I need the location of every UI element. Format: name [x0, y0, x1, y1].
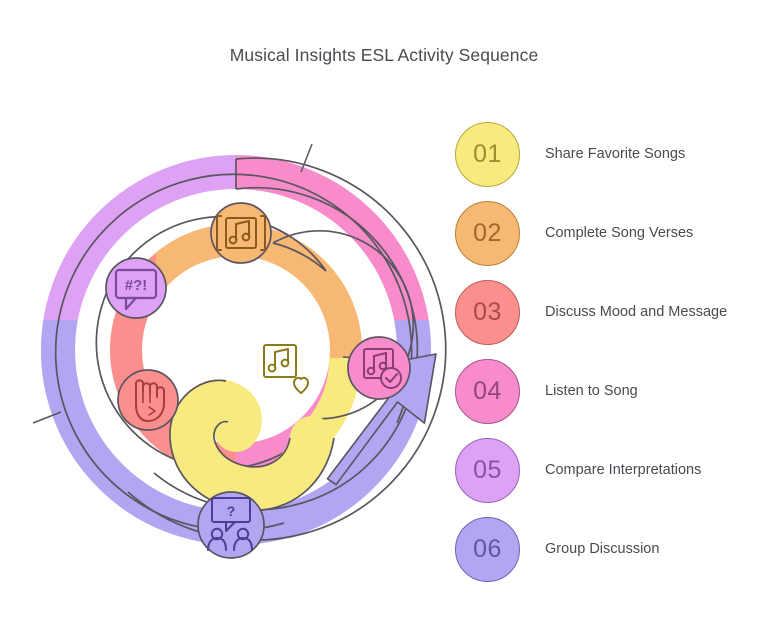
middle-ring-outline-inner	[272, 229, 415, 420]
node-complete-verses[interactable]	[210, 202, 272, 264]
outer-ring-outline	[54, 173, 413, 532]
legend-badge-04: 04	[455, 359, 520, 424]
legend-badge-02: 02	[455, 201, 520, 266]
legend-item-01[interactable]: 01 Share Favorite Songs	[455, 115, 755, 194]
speech-bubble-symbols-icon: #?!	[114, 268, 158, 311]
rock-hand-icon	[135, 379, 165, 422]
legend-label-05: Compare Interpretations	[545, 462, 702, 479]
node-share-favorite-songs[interactable]	[263, 344, 309, 394]
discuss-mood-segment	[110, 224, 236, 476]
music-note-framed-icon	[216, 215, 266, 251]
legend-item-04[interactable]: 04 Listen to Song	[455, 352, 755, 431]
legend-item-02[interactable]: 02 Complete Song Verses	[455, 194, 755, 273]
legend-badge-03: 03	[455, 280, 520, 345]
legend-badge-06: 06	[455, 517, 520, 582]
legend-item-05[interactable]: 05 Compare Interpretations	[455, 431, 755, 510]
spiral-inner-tail	[169, 379, 334, 511]
legend-badge-01: 01	[455, 122, 520, 187]
node-compare-interpretations[interactable]: #?!	[105, 257, 167, 319]
legend-label-01: Share Favorite Songs	[545, 146, 686, 163]
node-discuss-mood[interactable]	[117, 369, 179, 431]
middle-spiral-cap-top	[272, 242, 327, 272]
spiral-diagram: #?!	[16, 100, 456, 590]
legend-list: 01 Share Favorite Songs 02 Complete Song…	[455, 115, 755, 589]
music-note-check-icon	[363, 348, 402, 389]
music-note-heart-icon	[263, 344, 309, 394]
legend-label-04: Listen to Song	[545, 383, 638, 400]
legend-item-06[interactable]: 06 Group Discussion	[455, 510, 755, 589]
legend-label-03: Discuss Mood and Message	[545, 304, 728, 321]
node-listen-to-song[interactable]	[347, 336, 411, 400]
legend-label-02: Complete Song Verses	[545, 225, 694, 242]
inner-curl-edge	[169, 379, 335, 512]
question-glyph: ?	[227, 503, 236, 519]
legend-badge-05: 05	[455, 438, 520, 503]
legend-label-06: Group Discussion	[545, 541, 660, 558]
page-title: Musical Insights ESL Activity Sequence	[229, 45, 539, 65]
inner-curl-edge2	[213, 420, 291, 468]
node-group-discussion[interactable]: ?	[197, 491, 265, 559]
share-songs-inner-curl	[169, 379, 334, 511]
legend-item-03[interactable]: 03 Discuss Mood and Message	[455, 273, 755, 352]
outer-ring-color-dividers	[32, 143, 313, 424]
people-question-icon: ?	[207, 497, 253, 551]
speech-bubble-glyph: #?!	[125, 277, 148, 294]
